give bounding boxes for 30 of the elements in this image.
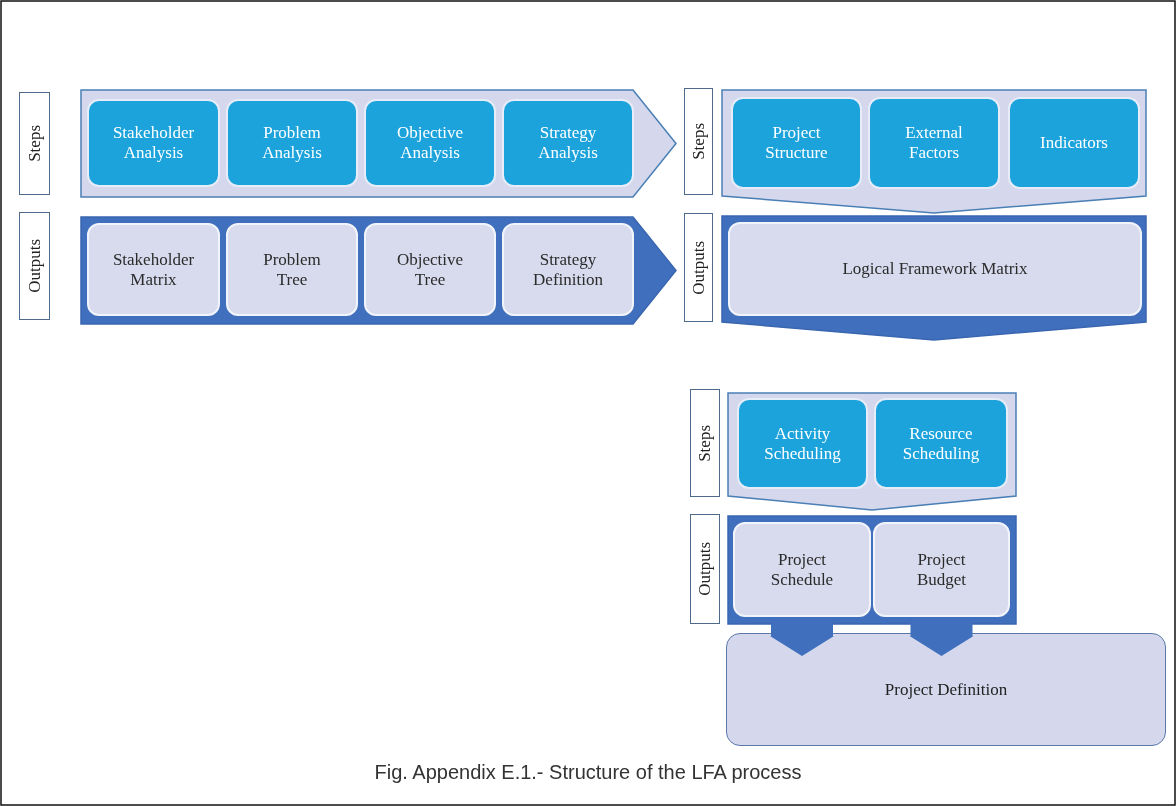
output-box: Project Schedule: [733, 522, 871, 617]
result-box: Project Definition: [726, 633, 1166, 746]
process-box: Objective Analysis: [364, 99, 496, 187]
row-label: Outputs: [690, 514, 720, 624]
chevron-band: [81, 217, 676, 324]
output-box: Logical Framework Matrix: [728, 222, 1142, 316]
process-box: Project Structure: [731, 97, 862, 189]
chevron-band: [722, 90, 1146, 213]
chevron-band: [81, 90, 676, 197]
row-label: Steps: [690, 389, 720, 497]
output-box: Stakeholder Matrix: [87, 223, 220, 316]
process-box: Problem Analysis: [226, 99, 358, 187]
figure-caption: Fig. Appendix E.1.- Structure of the LFA process: [373, 761, 803, 784]
chevron-band: [722, 216, 1146, 340]
process-box: Indicators: [1008, 97, 1140, 189]
row-label: Steps: [19, 92, 50, 195]
chevron-band: [728, 393, 1016, 510]
row-label: Steps: [684, 88, 713, 195]
output-box: Problem Tree: [226, 223, 358, 316]
panel-band: [728, 516, 1016, 624]
row-label: Outputs: [19, 212, 50, 320]
process-box: Resource Scheduling: [874, 398, 1008, 489]
output-box: Objective Tree: [364, 223, 496, 316]
output-box: Project Budget: [873, 522, 1010, 617]
process-box: Stakeholder Analysis: [87, 99, 220, 187]
output-box: Strategy Definition: [502, 223, 634, 316]
row-label: Outputs: [684, 213, 713, 322]
process-box: External Factors: [868, 97, 1000, 189]
process-box: Strategy Analysis: [502, 99, 634, 187]
process-box: Activity Scheduling: [737, 398, 868, 489]
